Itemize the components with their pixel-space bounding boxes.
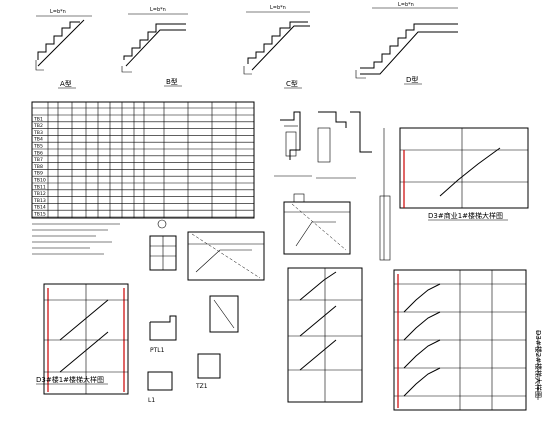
d3-right-section: D3#楼2#楼梯大样图 [393,269,543,411]
table-row-id: TB13 [33,198,46,204]
d3-right-title: D3#楼2#楼梯大样图 [534,330,543,398]
table-row-id: TB11 [33,184,46,190]
dim-text-b: L=b*n [150,7,166,13]
detail-l1: L1 [147,371,173,404]
d3-center-section [287,267,363,403]
detail-l1-label: L1 [148,397,155,404]
dim-text-a: L=b*n [50,9,66,15]
table-row-id: TB2 [33,123,43,129]
stair-type-c-label: C型 [286,79,298,88]
stair-type-a-label: A型 [60,79,72,88]
dim-text-d: L=b*n [398,2,414,8]
stair-type-c-drawing: L=b*n C型 [243,5,310,89]
table-row-id: TB9 [33,171,43,177]
detail-pl1-label: PTL1 [150,347,165,354]
beam-section-details [274,111,372,179]
stair-schedule-table: TB1TB2TB3TB4TB5TB6TB7TB8TB9TB10TB11TB12T… [31,101,255,219]
table-row-id: TB7 [33,157,43,163]
stair-type-a-drawing: L=b*n A型 [35,9,92,89]
table-row-id: TB12 [33,191,46,197]
stair-type-b-label: B型 [166,77,178,86]
small-stair-plan [149,219,177,271]
table-row-id: TB10 [33,178,46,184]
central-stair-plan-1 [283,193,351,255]
stair-type-d-label: D型 [406,75,418,84]
table-row-id: TB5 [33,144,43,150]
central-stair-plan-2 [187,231,265,281]
table-row-id: TB4 [33,137,43,143]
detail-tz1: TZ1 [195,295,239,390]
table-row-id: TB6 [33,150,43,156]
d3-business-title: D3#商业1#楼梯大样图 [428,211,503,220]
detail-pl1: PTL1 [149,315,177,354]
d3-left-section: D3#楼1#楼梯大样图 [36,283,129,395]
table-row-id: TB15 [33,212,46,218]
table-row-id: TB8 [33,164,43,170]
table-row-id: TB1 [33,116,43,122]
table-row-id: TB3 [33,130,43,136]
dim-text-c: L=b*n [270,5,286,11]
table-row-id: TB14 [33,205,46,211]
table-notes [32,223,120,255]
stair-type-d-drawing: L=b*n D型 [355,2,458,85]
d3-commercial-stair-plan: D3#商业1#楼梯大样图 [379,127,529,261]
d3-left-title: D3#楼1#楼梯大样图 [36,375,104,384]
stair-type-b-drawing: L=b*n B型 [121,7,188,87]
detail-tz1-label: TZ1 [195,383,208,390]
